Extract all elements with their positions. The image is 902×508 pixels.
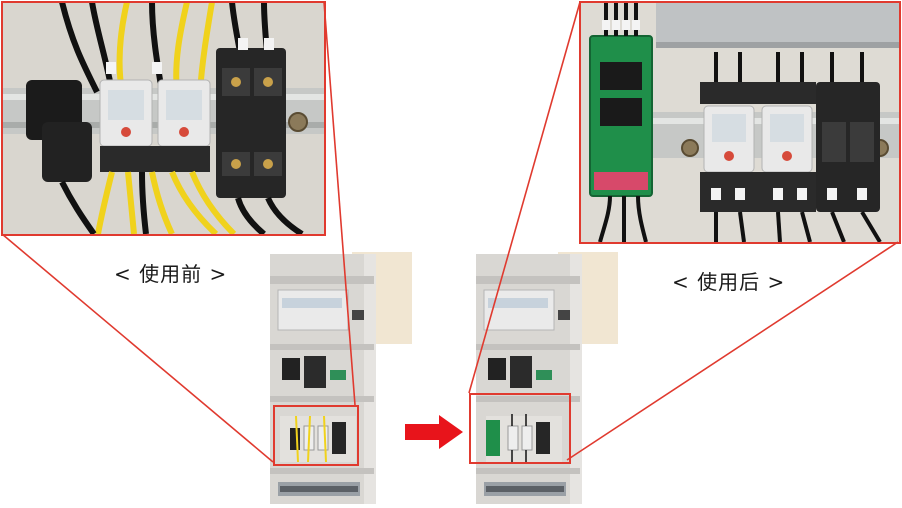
after-wiring-closeup [580, 2, 899, 242]
right-arrow-icon [405, 415, 463, 449]
before-wiring-closeup [2, 2, 324, 234]
before-cabinet-photo [268, 250, 414, 506]
before-zoom-photo [2, 2, 324, 234]
after-zoom-frame [579, 1, 901, 244]
after-cabinet-highlight [469, 393, 571, 464]
before-zoom-frame [1, 1, 326, 236]
before-cabinet-highlight [273, 405, 359, 466]
after-caption: < 使用后 > [672, 270, 786, 294]
after-zoom-photo [580, 2, 899, 242]
before-cabinet-illustration [268, 250, 414, 506]
after-cabinet-photo [474, 250, 620, 506]
after-cabinet-illustration [474, 250, 620, 506]
before-caption: < 使用前 > [114, 262, 228, 286]
